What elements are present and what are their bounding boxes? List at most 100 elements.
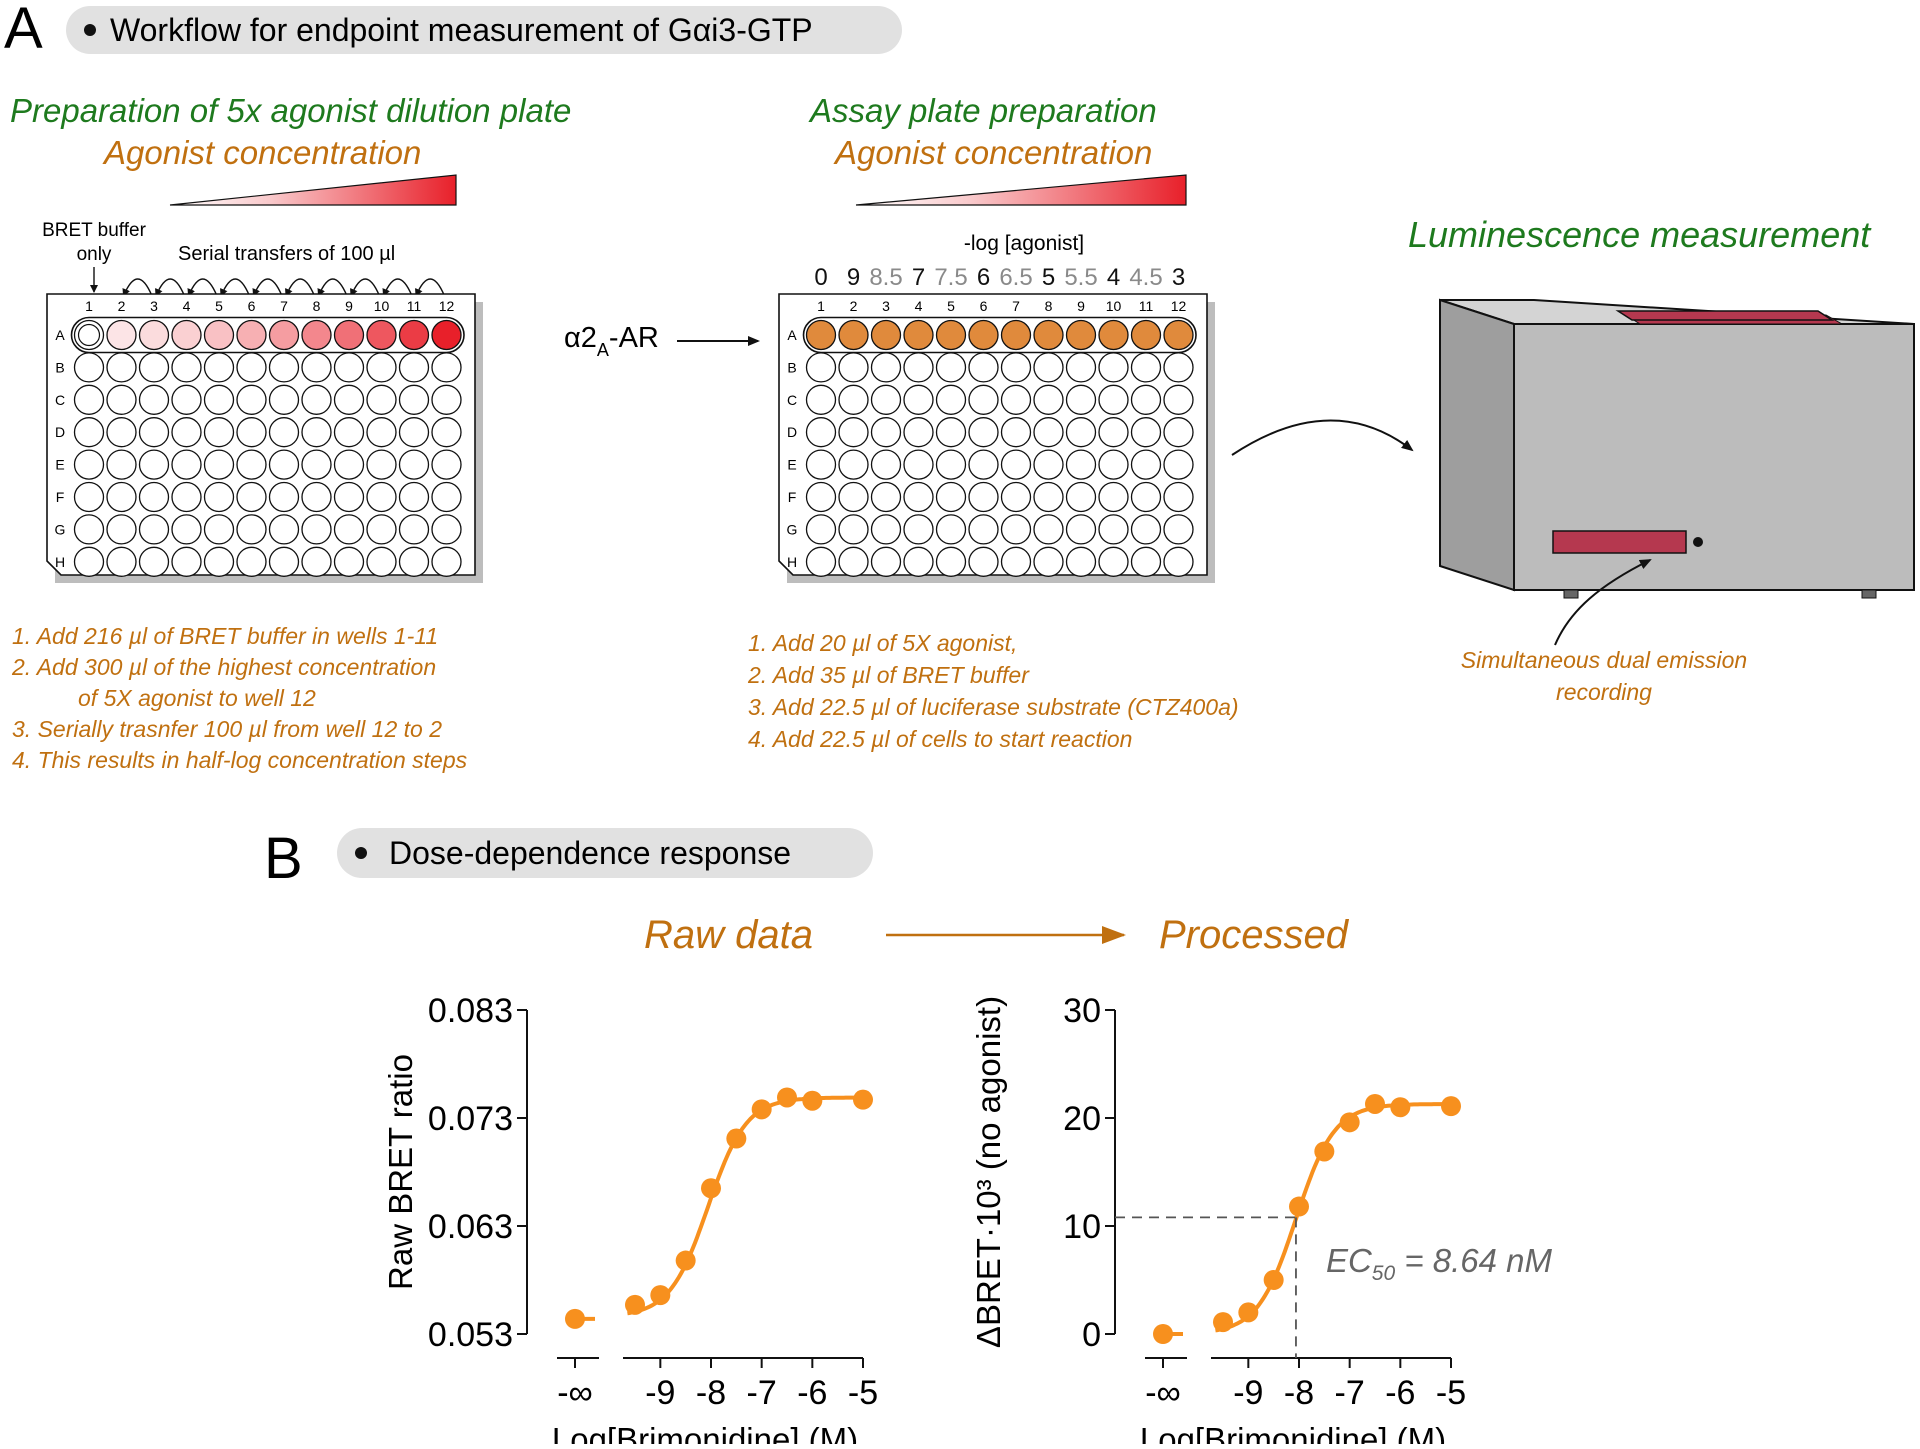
data-point: [1365, 1093, 1385, 1114]
plate-well: [838, 352, 869, 383]
plate-well: [106, 514, 137, 545]
data-point: [802, 1090, 823, 1111]
plate-well: [138, 352, 170, 383]
plate-well: [805, 352, 837, 383]
serial-transfer-arrow: [317, 278, 348, 297]
plate-well: [1033, 352, 1064, 383]
plate-column-label: 3: [150, 298, 158, 314]
data-point: [777, 1087, 797, 1108]
data-point: [1213, 1312, 1233, 1333]
lumi-caption-2: recording: [1556, 679, 1652, 705]
plate-well: [805, 384, 837, 415]
plate-well: [805, 319, 837, 351]
plate-column-label: 7: [1012, 298, 1020, 314]
plate-well: [431, 417, 462, 448]
data-point: [1314, 1141, 1335, 1162]
plate-well: [1130, 417, 1162, 448]
plate-well: [1065, 417, 1097, 448]
data-point: [701, 1178, 721, 1199]
plate-well: [203, 449, 235, 480]
log-value-label: 3: [1172, 264, 1185, 291]
row-a-outline: [70, 316, 465, 354]
x-axis-label: Log[Brimonidine] (M): [552, 1421, 858, 1444]
plate-well: [73, 449, 105, 480]
plate-well: [935, 449, 967, 480]
plate-well: [1130, 384, 1162, 415]
plate-well: [903, 352, 934, 383]
plate-well: [903, 319, 934, 351]
plate-well: [171, 352, 202, 383]
plate-well: [1163, 514, 1194, 545]
plate-well: [366, 546, 397, 577]
raw-data-title: Raw data: [644, 913, 813, 957]
plate-well: [838, 514, 869, 545]
plate-column-label: 8: [1045, 298, 1053, 314]
prep-serial-label: Serial transfers of 100 µl: [178, 243, 395, 265]
plate-well: [935, 481, 967, 513]
plate-well: [968, 449, 999, 480]
prep-step-2: 2. Add 300 µl of the highest concentrati…: [11, 654, 436, 680]
plate-well: [268, 319, 300, 351]
plate-well: [73, 481, 105, 513]
plate-well: [903, 481, 934, 513]
plate-well: [1098, 546, 1129, 577]
plate-well: [1065, 481, 1097, 513]
plate-well: [1163, 352, 1194, 383]
plate-well: [106, 481, 137, 513]
plate-well: [366, 384, 397, 415]
banner-bullet-icon: [355, 847, 367, 859]
plate-well: [431, 352, 462, 383]
plate-well: [968, 352, 999, 383]
plate-row-label: E: [55, 457, 64, 473]
plate-well: [398, 319, 430, 351]
plate-well: [903, 417, 934, 448]
plate-well: [1130, 546, 1162, 577]
y-tick-label: 30: [1063, 992, 1101, 1030]
plate-well: [398, 417, 430, 448]
serial-transfer-arrow: [122, 278, 153, 297]
plate-row-label: H: [787, 554, 797, 570]
assay-gradient-wedge: [855, 174, 1187, 206]
panel-a-letter: A: [4, 0, 43, 61]
plate-well: [236, 417, 267, 448]
plate-row-label: G: [787, 521, 798, 537]
log-value-label: 9: [847, 264, 860, 291]
plate-column-label: 12: [439, 298, 455, 314]
plate-well: [838, 384, 869, 415]
plate-well: [138, 384, 170, 415]
assay-step-3: 3. Add 22.5 µl of luciferase substrate (…: [748, 694, 1239, 720]
plate-well: [1033, 319, 1064, 351]
plate-well: [236, 481, 267, 513]
plate-well: [366, 417, 397, 448]
luminometer-front: [1513, 323, 1915, 591]
plate-well: [1033, 384, 1064, 415]
plate-well: [431, 546, 462, 577]
plate-well: [138, 417, 170, 448]
plate-well: [870, 384, 902, 415]
plate-well: [870, 546, 902, 577]
plate-well: [805, 514, 837, 545]
plate-well: [1098, 319, 1129, 351]
plate-well: [1098, 352, 1129, 383]
plate-column-label: 5: [947, 298, 955, 314]
plate-well: [1033, 481, 1064, 513]
plate-well: [838, 319, 869, 351]
plate-well: [333, 417, 365, 448]
plate-well: [398, 481, 430, 513]
data-point: [675, 1250, 696, 1271]
plate-well: [333, 319, 365, 351]
plate-well: [73, 352, 105, 383]
plate-well: [138, 514, 170, 545]
log-value-label: 5: [1042, 264, 1055, 291]
data-point: [726, 1128, 747, 1149]
plate-well: [171, 481, 202, 513]
plate-well: [431, 514, 462, 545]
y-tick-label: 20: [1063, 1100, 1101, 1138]
serial-transfer-arrow: [382, 278, 413, 297]
data-point: [853, 1089, 873, 1110]
plate-well: [73, 514, 105, 545]
plate-well: [968, 481, 999, 513]
serial-transfer-arrow: [155, 278, 186, 297]
